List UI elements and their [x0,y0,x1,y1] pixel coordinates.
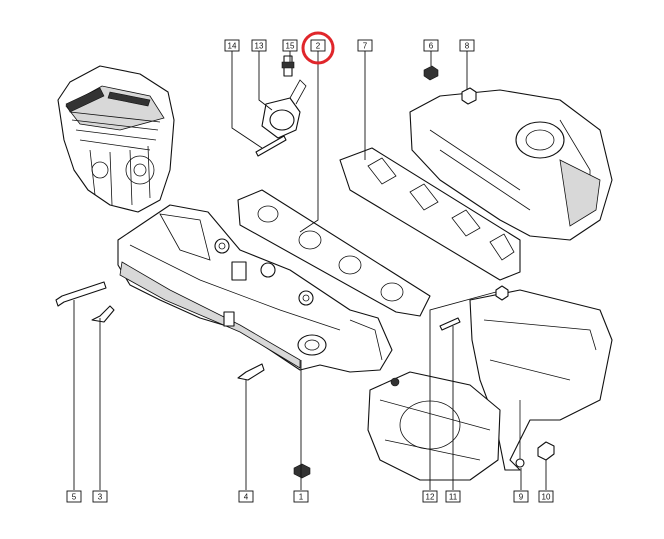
washer-9 [515,458,525,468]
callout-9-label: 9 [519,493,524,502]
callout-1: 1 [293,490,309,503]
exhaust-manifold [409,89,613,241]
callout-2: 2 [310,39,326,52]
sensor-assembly [261,55,307,139]
exhaust-manifold-gasket [339,147,521,281]
callout-6-label: 6 [429,42,434,51]
nut-8 [461,87,477,105]
callout-13-label: 13 [255,42,264,51]
callout-10-label: 10 [542,493,551,502]
callout-7: 7 [357,39,373,52]
engine-overview-illustration [57,65,175,213]
callout-14-label: 14 [228,42,237,51]
callout-4-label: 4 [244,493,249,502]
bolt-3 [91,305,115,323]
callout-1-label: 1 [299,493,304,502]
callout-6: 6 [423,39,439,52]
callout-2-label: 2 [316,42,321,51]
stud-11 [439,317,461,331]
starter-motor [367,371,501,481]
stud-14 [255,135,287,157]
callout-15: 15 [282,39,298,52]
nut-12 [495,285,509,301]
callout-12-label: 12 [426,493,435,502]
intake-manifold-gasket [237,189,431,317]
callout-10: 10 [538,490,554,503]
callout-8: 8 [459,39,475,52]
callout-12: 12 [422,490,438,503]
callout-3: 3 [92,490,108,503]
nut-6 [423,65,439,81]
callout-4: 4 [238,490,254,503]
callout-8-label: 8 [465,42,470,51]
callout-15-label: 15 [286,42,295,51]
nut-1 [293,463,311,479]
heat-shield [469,289,613,471]
bolt-5 [55,281,107,307]
highlight-circle [301,31,335,65]
callout-13: 13 [251,39,267,52]
callout-5-label: 5 [72,493,77,502]
leader-lines [73,50,547,490]
callout-5: 5 [66,490,82,503]
callout-3-label: 3 [98,493,103,502]
callout-11: 11 [445,490,461,503]
callout-11-label: 11 [449,493,458,502]
callout-9: 9 [513,490,529,503]
bolt-10 [537,441,555,461]
fasteners [55,65,555,479]
callout-7-label: 7 [363,42,368,51]
callout-14: 14 [224,39,240,52]
bolt-4 [237,363,265,381]
intake-manifold [117,204,393,373]
